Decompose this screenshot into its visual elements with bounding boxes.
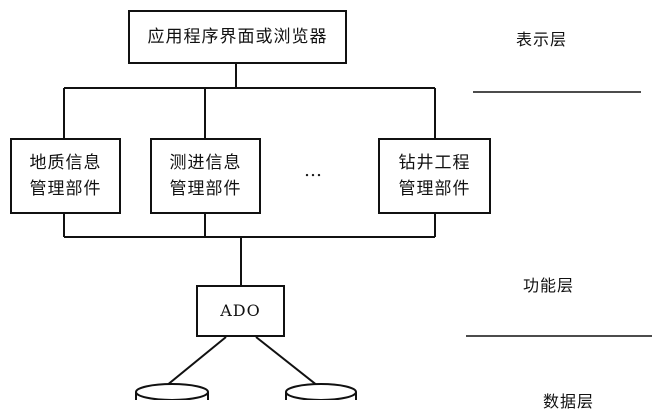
application-interface-box: 应用程序界面或浏览器 — [128, 10, 347, 64]
component-label-line2: 管理部件 — [398, 179, 471, 199]
data-layer-label: 数据层 — [543, 392, 595, 411]
component-label-line2: 管理部件 — [169, 179, 242, 199]
connector-ado-to-db-right — [255, 336, 319, 387]
component-box-drilling: 钻井工程 管理部件 — [378, 138, 491, 214]
ado-label: ADO — [220, 301, 261, 320]
application-interface-label: 应用程序界面或浏览器 — [147, 27, 328, 47]
presentation-layer-label: 表示层 — [516, 30, 568, 49]
component-box-logging: 测进信息 管理部件 — [150, 138, 261, 214]
connector-lines — [63, 64, 652, 400]
component-label-line1: 地质信息 — [29, 153, 102, 173]
connector-ado-to-db-left — [165, 336, 227, 387]
function-layer-label: 功能层 — [523, 276, 575, 295]
ado-box: ADO — [196, 285, 285, 337]
component-label-line1: 钻井工程 — [398, 153, 471, 173]
database-left-icon — [135, 383, 209, 400]
component-box-geology: 地质信息 管理部件 — [10, 138, 121, 214]
database-right-icon — [285, 383, 357, 400]
more-components-ellipsis: … — [304, 160, 323, 181]
component-label-line2: 管理部件 — [29, 179, 102, 199]
three-tier-architecture-diagram: 应用程序界面或浏览器 地质信息 管理部件 测进信息 管理部件 … 钻井工程 管理… — [10, 10, 652, 411]
component-label-line1: 测进信息 — [169, 153, 242, 173]
